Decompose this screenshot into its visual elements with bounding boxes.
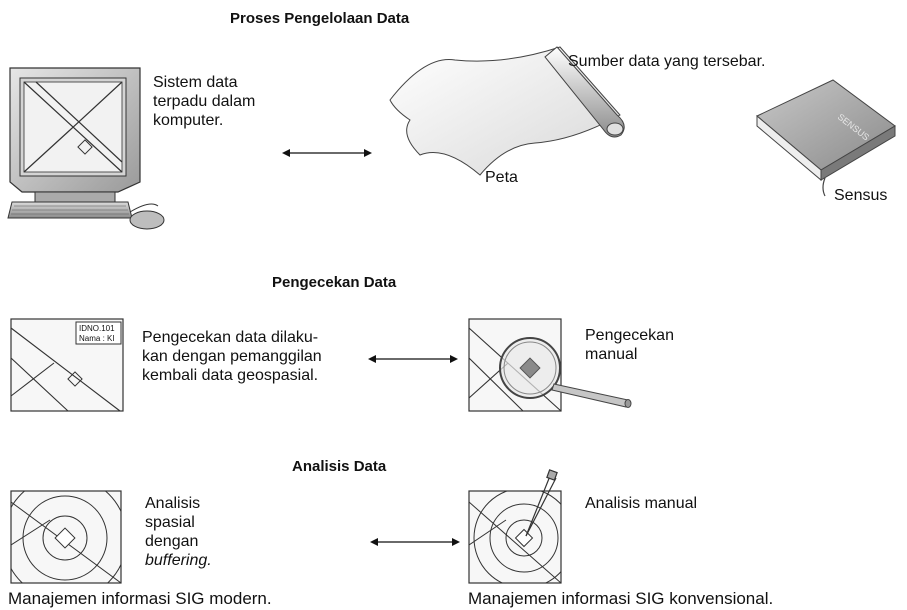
title-proses: Proses Pengelolaan Data bbox=[230, 10, 410, 27]
analisis-left-line-3: dengan bbox=[145, 533, 199, 550]
caption-left: Manajemen informasi SIG modern. bbox=[8, 589, 272, 608]
computer-illustration bbox=[7, 67, 165, 230]
manual-analysis-icon bbox=[468, 469, 562, 584]
pengecekan-left-line-2: kan dengan pemanggilan bbox=[142, 348, 322, 365]
computer-text-line-2: terpadu dalam bbox=[153, 93, 256, 110]
double-arrow-1 bbox=[282, 149, 372, 157]
computer-text-line-3: komputer. bbox=[153, 112, 224, 129]
map-icon bbox=[23, 81, 123, 173]
analisis-left-line-1: Analisis bbox=[145, 495, 201, 512]
buffering-analysis-icon bbox=[10, 490, 122, 584]
pengecekan-left-line-1: Pengecekan data dilaku- bbox=[142, 329, 319, 346]
double-arrow-3 bbox=[370, 538, 460, 546]
computer-text-line-1: Sistem data bbox=[153, 74, 238, 91]
pengecekan-right-line-2: manual bbox=[585, 346, 638, 363]
pengecekan-left-line-3: kembali data geospasial. bbox=[142, 367, 319, 384]
map-label: Peta bbox=[485, 169, 518, 186]
double-arrow-2 bbox=[368, 355, 458, 363]
sources-label: Sumber data yang tersebar. bbox=[568, 53, 766, 70]
analisis-left-line-italic: buffering. bbox=[145, 552, 212, 569]
book-label: Sensus bbox=[834, 187, 888, 204]
analisis-right-text: Analisis manual bbox=[585, 495, 698, 512]
manual-check-icon bbox=[468, 318, 632, 412]
title-analisis: Analisis Data bbox=[292, 458, 387, 475]
caption-right: Manajemen informasi SIG konvensional. bbox=[468, 589, 774, 608]
pengecekan-right-line-1: Pengecekan bbox=[585, 327, 674, 344]
rolled-map-illustration bbox=[389, 46, 625, 176]
title-pengecekan: Pengecekan Data bbox=[272, 274, 397, 291]
digital-map-icon: IDNO.101 Nama : KI bbox=[10, 318, 124, 412]
tag-line-2: Nama : KI bbox=[79, 334, 115, 343]
tag-line-1: IDNO.101 bbox=[79, 324, 115, 333]
census-book-illustration: SENSUS bbox=[756, 79, 896, 197]
analisis-left-line-2: spasial bbox=[145, 514, 195, 531]
